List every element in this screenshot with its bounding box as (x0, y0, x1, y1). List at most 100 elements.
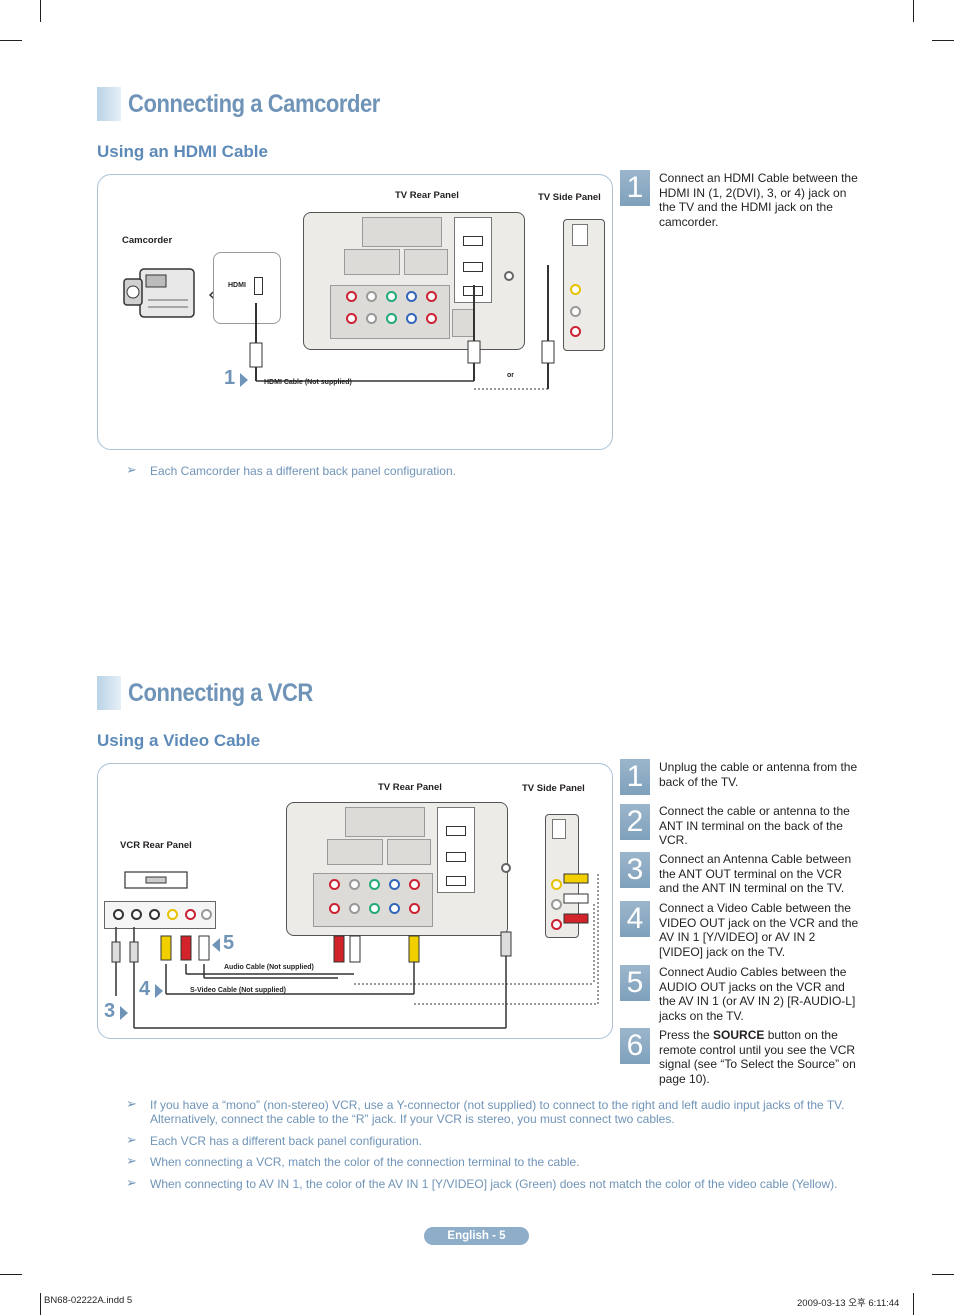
step-marker: 1 (224, 367, 236, 389)
timestamp: 2009-03-13 오후 6:11:44 (797, 1298, 900, 1309)
step-text: Unplug the cable or antenna from the bac… (659, 760, 858, 789)
step-marker-5: 5 (223, 932, 235, 954)
step-number: 6 (620, 1028, 650, 1064)
side-hdmi-port (552, 819, 566, 839)
note-text: If you have a “mono” (non-stereo) VCR, u… (150, 1098, 845, 1126)
step-number: 1 (620, 759, 650, 795)
side-video-jack (551, 879, 562, 890)
vcr-audio-jack (201, 909, 212, 920)
camcorder-label: Camcorder (122, 235, 173, 246)
step-number: 5 (620, 965, 650, 1001)
camcorder-diagram-panel: TV Rear Panel TV Side Panel Camcorder HD… (97, 174, 613, 450)
file-info: BN68-02222A.indd 5 (44, 1295, 133, 1306)
section-bar (97, 676, 121, 710)
jack (369, 903, 380, 914)
dvi-audio-block (387, 839, 431, 865)
step-text: Connect a Video Cable between the VIDEO … (659, 901, 859, 959)
audio-out-block (344, 249, 400, 275)
crop-mark (40, 1293, 41, 1315)
vcr-cable-drawing (111, 873, 599, 1029)
step-number: 4 (620, 901, 650, 937)
note-arrow-icon: ➢ (126, 1175, 137, 1190)
crop-mark (0, 1274, 22, 1275)
step-text-part: Press the (659, 1028, 714, 1042)
step-arrow-icon (212, 938, 220, 952)
section-bar (97, 87, 121, 121)
pc-in-block (362, 217, 442, 247)
vcr-ant-jack (131, 909, 142, 920)
step-marker-4: 4 (139, 978, 151, 1000)
crop-mark (913, 0, 914, 22)
crop-mark (932, 40, 954, 41)
jack (426, 313, 437, 324)
step-number: 3 (620, 852, 650, 888)
hdmi-port-label: HDMI (228, 282, 246, 289)
vcr-diagram-panel: TV Rear Panel TV Side Panel VCR Rear Pan… (97, 763, 613, 1039)
tv-side-label: TV Side Panel (538, 192, 601, 203)
crop-mark (0, 40, 22, 41)
note-text: Each Camcorder has a different back pane… (150, 464, 456, 478)
tv-rear-label: TV Rear Panel (378, 782, 442, 793)
hdmi-port (446, 852, 466, 862)
tv-rear-label: TV Rear Panel (395, 190, 459, 201)
jack (366, 313, 377, 324)
or-label: or (507, 372, 514, 379)
page-number-badge: English - 5 (424, 1227, 529, 1245)
jack (346, 313, 357, 324)
hdmi-port (446, 826, 466, 836)
jack (366, 291, 377, 302)
jack (426, 291, 437, 302)
vcr-svideo-jack (149, 909, 160, 920)
tv-side-label: TV Side Panel (522, 783, 585, 794)
vcr-video-jack (167, 909, 178, 920)
jack (409, 903, 420, 914)
ant-in-jack (501, 863, 511, 873)
side-hdmi-port (572, 224, 588, 246)
source-button-name: SOURCE (713, 1028, 765, 1042)
hdmi-port (446, 876, 466, 886)
svideo-cable-label: S-Video Cable (Not supplied) (190, 987, 286, 994)
step-arrow-icon (155, 984, 163, 998)
hdmi-port (463, 236, 483, 246)
jack (369, 879, 380, 890)
ant-in-jack (504, 271, 514, 281)
note-arrow-icon: ➢ (126, 1153, 137, 1168)
step-number: 2 (620, 804, 650, 840)
section-title-vcr: Connecting a VCR (128, 679, 313, 707)
vcr-ant-jack (113, 909, 124, 920)
pc-in-block (345, 807, 425, 837)
jack (329, 903, 340, 914)
jack (349, 903, 360, 914)
jack (386, 313, 397, 324)
step-text: Connect Audio Cables between the AUDIO O… (659, 965, 856, 1023)
vcr-rear-label: VCR Rear Panel (120, 840, 192, 851)
jack (349, 879, 360, 890)
device-port-callout: HDMI (213, 252, 281, 324)
audio-out-block (327, 839, 383, 865)
step-marker-3: 3 (104, 1000, 116, 1022)
note-arrow-icon: ➢ (126, 1096, 137, 1111)
audio-cable-label: Audio Cable (Not supplied) (224, 964, 314, 971)
note-arrow-icon: ➢ (126, 1132, 137, 1147)
tv-rear-panel (286, 802, 511, 936)
step-number: 1 (620, 170, 650, 206)
step-text: Connect an Antenna Cable between the ANT… (659, 852, 852, 895)
vcr-audio-jack (185, 909, 196, 920)
side-audio-l-jack (551, 899, 562, 910)
step-text-part: button on the remote control until you s… (659, 1028, 856, 1086)
hdmi-cable-label: HDMI Cable (Not supplied) (264, 379, 352, 386)
jack (389, 903, 400, 914)
note-text: When connecting to AV IN 1, the color of… (150, 1177, 838, 1191)
tv-side-panel (563, 219, 605, 351)
step-text: Connect an HDMI Cable between the HDMI I… (659, 171, 858, 229)
crop-mark (932, 1274, 954, 1275)
note-text: Each VCR has a different back panel conf… (150, 1134, 422, 1148)
vcr-illustration (124, 871, 188, 889)
tv-rear-panel (303, 212, 525, 350)
jack (389, 879, 400, 890)
hdmi-jack-icon (254, 277, 263, 295)
jack (409, 879, 420, 890)
hdmi-in-block (437, 807, 475, 893)
subtitle-hdmi: Using an HDMI Cable (97, 142, 268, 161)
crop-mark (40, 0, 41, 22)
